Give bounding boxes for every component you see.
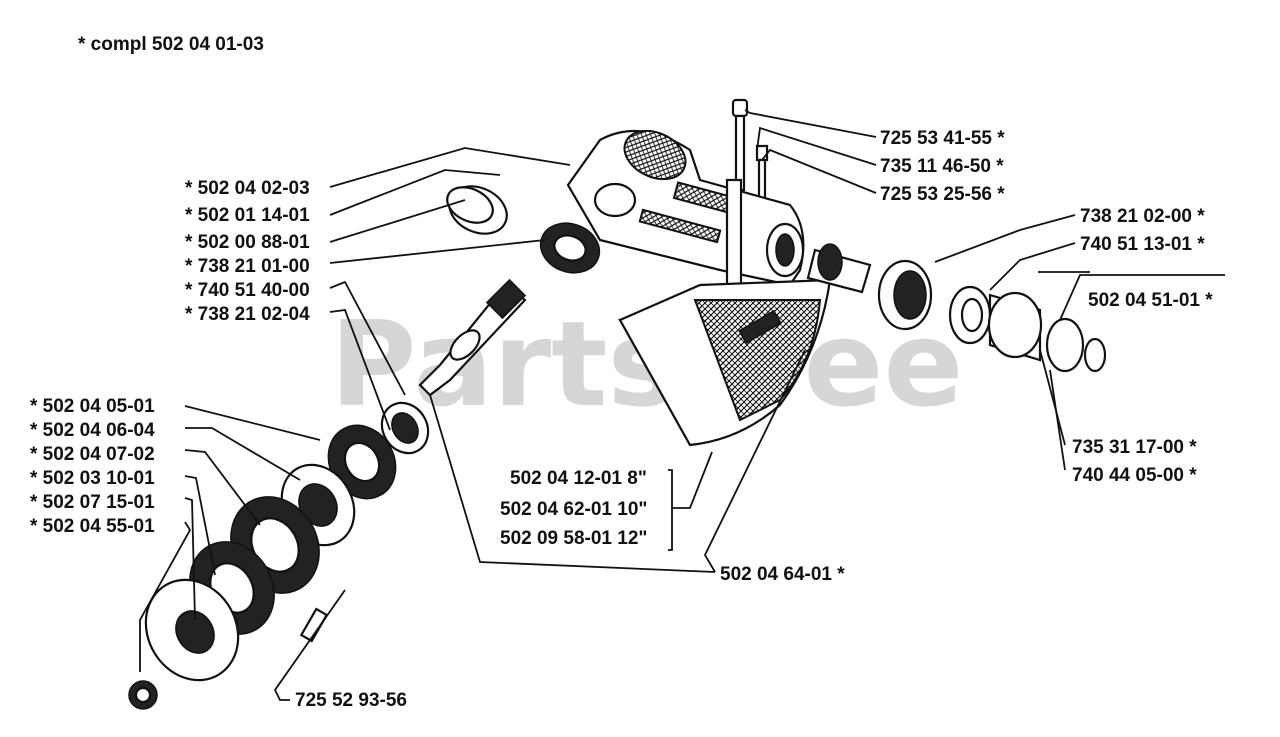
label-502-04-02-03: * 502 04 02-03 xyxy=(185,178,310,199)
output-shaft-part xyxy=(806,243,872,294)
label-502-07-15-01: * 502 07 15-01 xyxy=(30,492,155,513)
blade-guard-part xyxy=(618,278,832,447)
label-725-53-25-56: 725 53 25-56 * xyxy=(880,184,1005,205)
label-502-00-88-01: * 502 00 88-01 xyxy=(185,232,310,253)
gear-housing-part xyxy=(566,129,805,292)
label-740-44-05-00: 740 44 05-00 * xyxy=(1072,465,1197,486)
label-502-09-58-01: 502 09 58-01 12" xyxy=(500,528,647,549)
label-735-31-17-00: 735 31 17-00 * xyxy=(1072,437,1197,458)
label-502-04-07-02: * 502 04 07-02 xyxy=(30,444,155,465)
assembly-note: * compl 502 04 01-03 xyxy=(78,34,264,55)
part-labels: 725 53 41-55 * 735 11 46-50 * 725 53 25-… xyxy=(30,128,1213,711)
label-740-51-40-00: * 740 51 40-00 xyxy=(185,280,310,301)
label-502-04-62-01: 502 04 62-01 10" xyxy=(500,499,647,520)
label-738-21-02-04: * 738 21 02-04 xyxy=(185,304,310,325)
lower-clamp-stack xyxy=(128,401,430,710)
bearing-part xyxy=(539,222,601,274)
label-502-04-64-01: 502 04 64-01 * xyxy=(720,564,845,585)
label-502-04-12-01: 502 04 12-01 8" xyxy=(510,468,647,489)
label-738-21-02-00: 738 21 02-00 * xyxy=(1080,206,1205,227)
label-502-01-14-01: * 502 01 14-01 xyxy=(185,205,310,226)
bolt-part xyxy=(731,98,769,202)
label-725-52-93-56: 725 52 93-56 xyxy=(295,690,407,711)
label-502-04-51-01: 502 04 51-01 * xyxy=(1088,290,1213,311)
leader-lines xyxy=(139,109,1225,701)
label-735-11-46-50: 735 11 46-50 * xyxy=(880,156,1004,177)
parts-drawing xyxy=(128,98,1107,710)
label-502-04-05-01: * 502 04 05-01 xyxy=(30,396,155,417)
label-738-21-01-00: * 738 21 01-00 xyxy=(185,256,310,277)
label-502-03-10-01: * 502 03 10-01 xyxy=(30,468,155,489)
label-502-04-55-01: * 502 04 55-01 xyxy=(30,516,155,537)
label-502-04-06-04: * 502 04 06-04 xyxy=(30,420,155,441)
label-740-51-13-01: 740 51 13-01 * xyxy=(1080,234,1205,255)
bushing-part xyxy=(446,185,508,235)
right-bearing-stack xyxy=(877,259,1107,373)
label-725-53-41-55: 725 53 41-55 * xyxy=(880,128,1005,149)
